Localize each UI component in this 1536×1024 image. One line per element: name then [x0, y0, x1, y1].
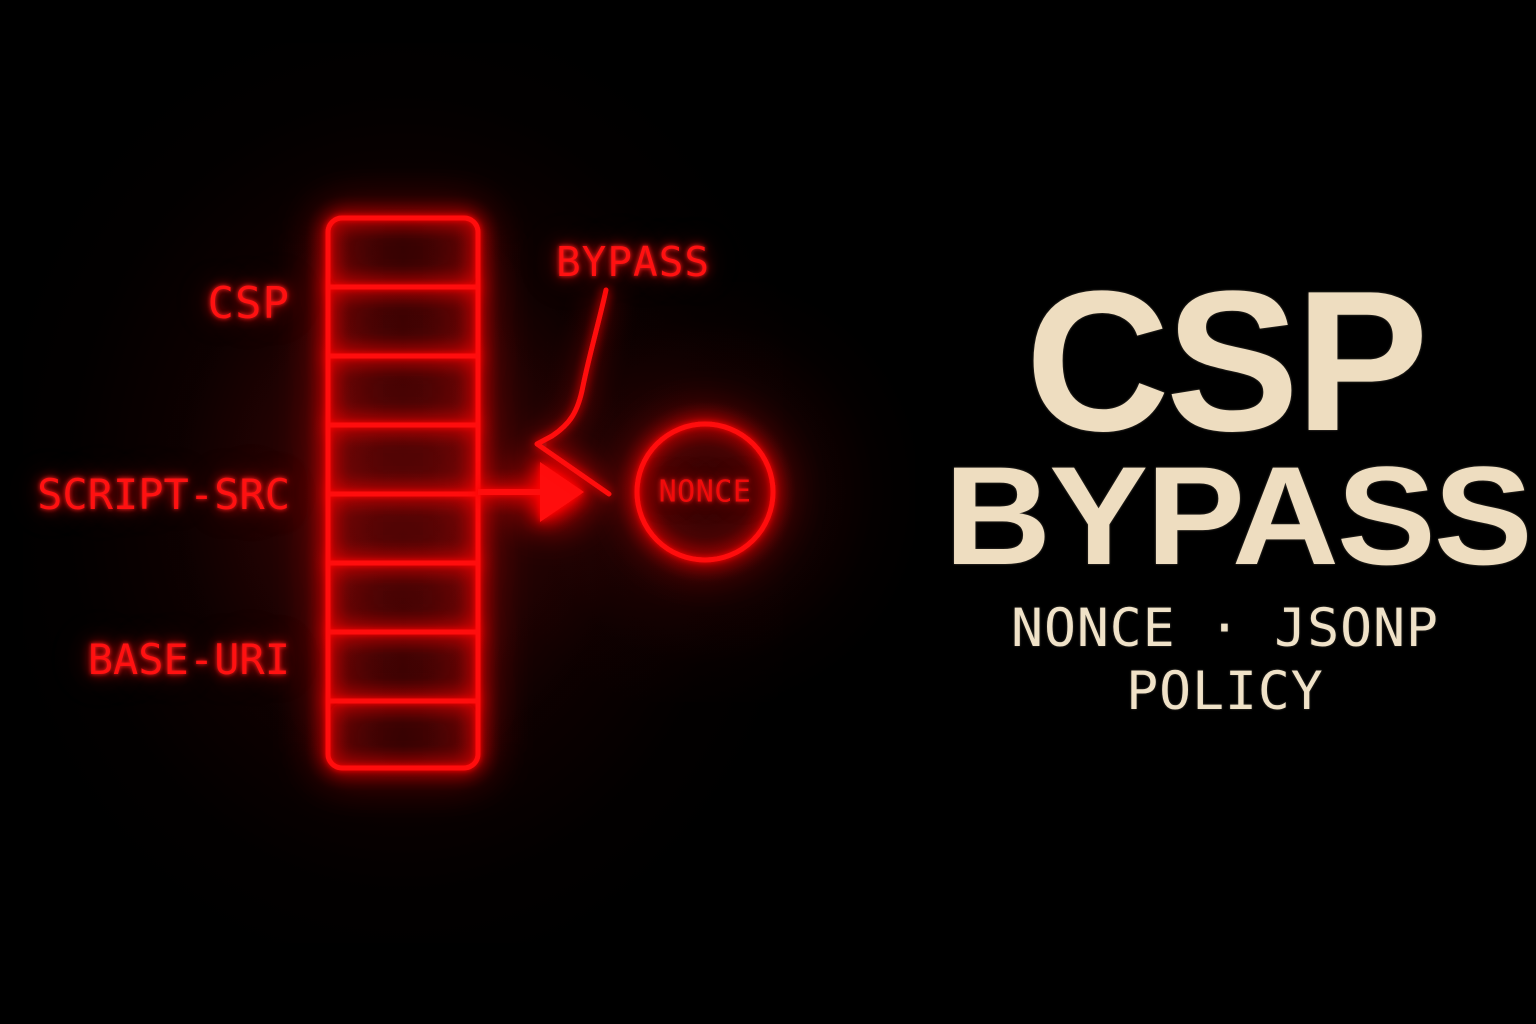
label-script-src: SCRIPT-SRC — [37, 470, 290, 519]
bypass-arrow — [478, 462, 584, 522]
title-line-csp: CSP — [1025, 250, 1428, 473]
subtitle-line-2: POLICY — [1126, 660, 1324, 722]
bypass-connector-line — [534, 287, 612, 497]
label-base-uri: BASE-URI — [87, 635, 290, 684]
label-csp: CSP — [207, 278, 290, 329]
nonce-node-ring — [634, 421, 776, 563]
subtitle-block: NONCE · JSONP POLICY — [960, 598, 1490, 723]
label-bypass: BYPASS — [556, 238, 711, 286]
title-line-bypass: BYPASS — [944, 437, 1533, 594]
policy-stack-fills — [330, 220, 476, 766]
title-block: CSP BYPASS NONCE · JSONP POLICY — [944, 250, 1533, 723]
policy-stack-outline — [325, 215, 481, 771]
subtitle-line-1: NONCE · JSONP — [1011, 598, 1439, 659]
label-nonce: NONCE — [658, 474, 752, 510]
